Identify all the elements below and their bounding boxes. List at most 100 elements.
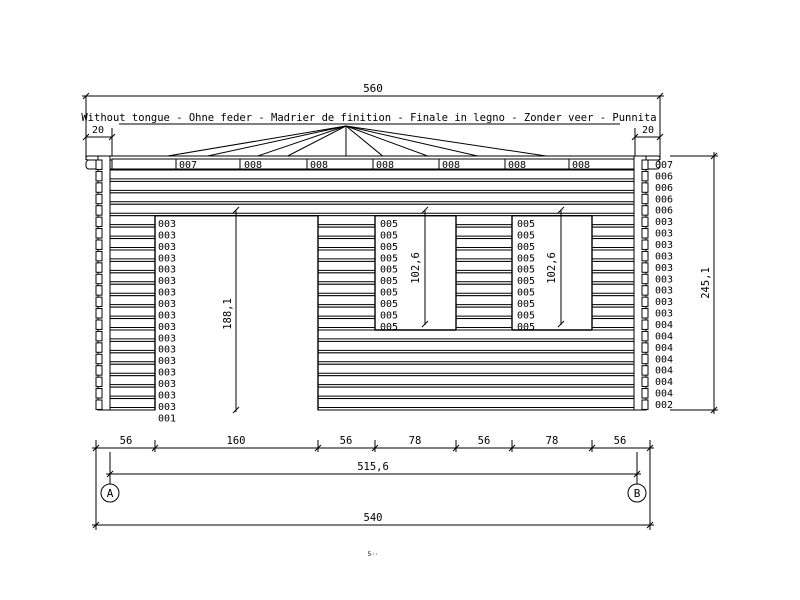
segment-dimension-chain: 56 160 56 78 56 78 56 bbox=[92, 435, 654, 452]
log-board bbox=[317, 260, 376, 274]
log-board bbox=[107, 398, 156, 411]
corner-notch bbox=[95, 399, 103, 410]
axis-label-b: B bbox=[634, 487, 641, 500]
right-code: 004 bbox=[655, 331, 673, 342]
top-code-4: 008 bbox=[376, 160, 394, 171]
left-code: 003 bbox=[158, 402, 176, 413]
corner-notch bbox=[641, 239, 649, 250]
window-1-code: 005 bbox=[380, 276, 398, 287]
window-1-code: 005 bbox=[380, 310, 398, 321]
right-code: 007 bbox=[655, 160, 673, 171]
segment-label-7: 56 bbox=[614, 435, 627, 447]
log-board bbox=[107, 306, 156, 320]
window-2-code: 005 bbox=[517, 219, 535, 230]
total-height-label: 245,1 bbox=[700, 267, 712, 299]
log-board bbox=[317, 318, 376, 331]
log-board bbox=[455, 260, 513, 274]
log-board bbox=[317, 272, 376, 285]
log-board bbox=[107, 352, 156, 365]
log-board bbox=[107, 329, 156, 342]
corner-notch bbox=[641, 353, 649, 365]
log-board bbox=[591, 238, 639, 251]
corner-notch bbox=[95, 308, 103, 319]
left-code: 003 bbox=[158, 299, 176, 310]
left-code: 003 bbox=[158, 265, 176, 276]
right-code: 003 bbox=[655, 263, 673, 274]
corner-notch bbox=[95, 193, 103, 205]
log-board bbox=[107, 386, 156, 400]
log-board bbox=[107, 283, 156, 297]
right-code: 003 bbox=[655, 309, 673, 320]
log-board bbox=[317, 363, 639, 377]
overall-width-label: 560 bbox=[363, 82, 383, 95]
right-code: 004 bbox=[655, 354, 673, 365]
window-2-height-dimension: 102,6 bbox=[546, 206, 565, 328]
corner-notch bbox=[641, 170, 649, 182]
window-2-code: 005 bbox=[517, 230, 535, 241]
log-board bbox=[455, 318, 513, 331]
corner-notch bbox=[641, 216, 649, 228]
corner-notch bbox=[95, 330, 103, 342]
corner-notch bbox=[95, 319, 103, 330]
window-1-code: 005 bbox=[380, 322, 398, 333]
window-1-code: 005 bbox=[380, 265, 398, 276]
right-code: 004 bbox=[655, 389, 673, 400]
log-board bbox=[591, 226, 639, 240]
right-corner-post bbox=[633, 155, 649, 411]
window-2-code: 005 bbox=[517, 276, 535, 287]
log-board bbox=[317, 238, 376, 251]
axis-marker-a bbox=[100, 483, 120, 503]
log-board bbox=[317, 398, 639, 411]
log-board bbox=[317, 375, 639, 388]
log-board bbox=[455, 272, 513, 285]
log-board bbox=[107, 375, 156, 388]
left-code: 003 bbox=[158, 242, 176, 253]
left-code: 003 bbox=[158, 276, 176, 287]
right-code: 004 bbox=[655, 320, 673, 331]
window-1-code: 005 bbox=[380, 242, 398, 253]
log-board bbox=[591, 260, 639, 274]
window-2-code: 005 bbox=[517, 253, 535, 264]
corner-notch bbox=[95, 388, 103, 399]
log-board bbox=[317, 352, 639, 365]
segment-label-2: 160 bbox=[227, 435, 246, 447]
axis-marker-b bbox=[627, 483, 647, 503]
log-board bbox=[107, 318, 156, 331]
corner-notch bbox=[641, 365, 649, 376]
corner-notch bbox=[641, 273, 649, 285]
corner-notch bbox=[641, 250, 649, 262]
left-code: 003 bbox=[158, 310, 176, 321]
left-code: 003 bbox=[158, 322, 176, 333]
corner-notch bbox=[641, 342, 649, 353]
window-2-height-label: 102,6 bbox=[546, 252, 558, 284]
corner-notch bbox=[95, 239, 103, 250]
left-code: 003 bbox=[158, 345, 176, 356]
overall-width-dimension: 560 bbox=[82, 82, 664, 160]
right-code-column: 0070060060060060030030030030030030030030… bbox=[655, 160, 673, 411]
left-code: 001 bbox=[158, 413, 176, 424]
window-1-code: 005 bbox=[380, 299, 398, 310]
right-code: 003 bbox=[655, 286, 673, 297]
log-board bbox=[107, 203, 639, 217]
log-board bbox=[591, 249, 639, 262]
right-code: 003 bbox=[655, 251, 673, 262]
corner-notch bbox=[95, 376, 103, 388]
log-board bbox=[317, 340, 639, 354]
log-rows bbox=[107, 169, 639, 411]
window-1-height-dimension: 102,6 bbox=[410, 206, 429, 328]
log-board bbox=[107, 238, 156, 251]
corner-notch bbox=[95, 273, 103, 285]
corner-notch bbox=[641, 388, 649, 399]
log-board bbox=[107, 215, 156, 228]
right-code: 003 bbox=[655, 229, 673, 240]
door-height-dimension: 188,1 bbox=[222, 206, 240, 414]
log-board bbox=[317, 283, 376, 297]
left-code: 003 bbox=[158, 253, 176, 264]
left-code: 003 bbox=[158, 379, 176, 390]
left-corner-post bbox=[95, 155, 111, 411]
corner-notch bbox=[95, 262, 103, 273]
left-code: 003 bbox=[158, 368, 176, 379]
